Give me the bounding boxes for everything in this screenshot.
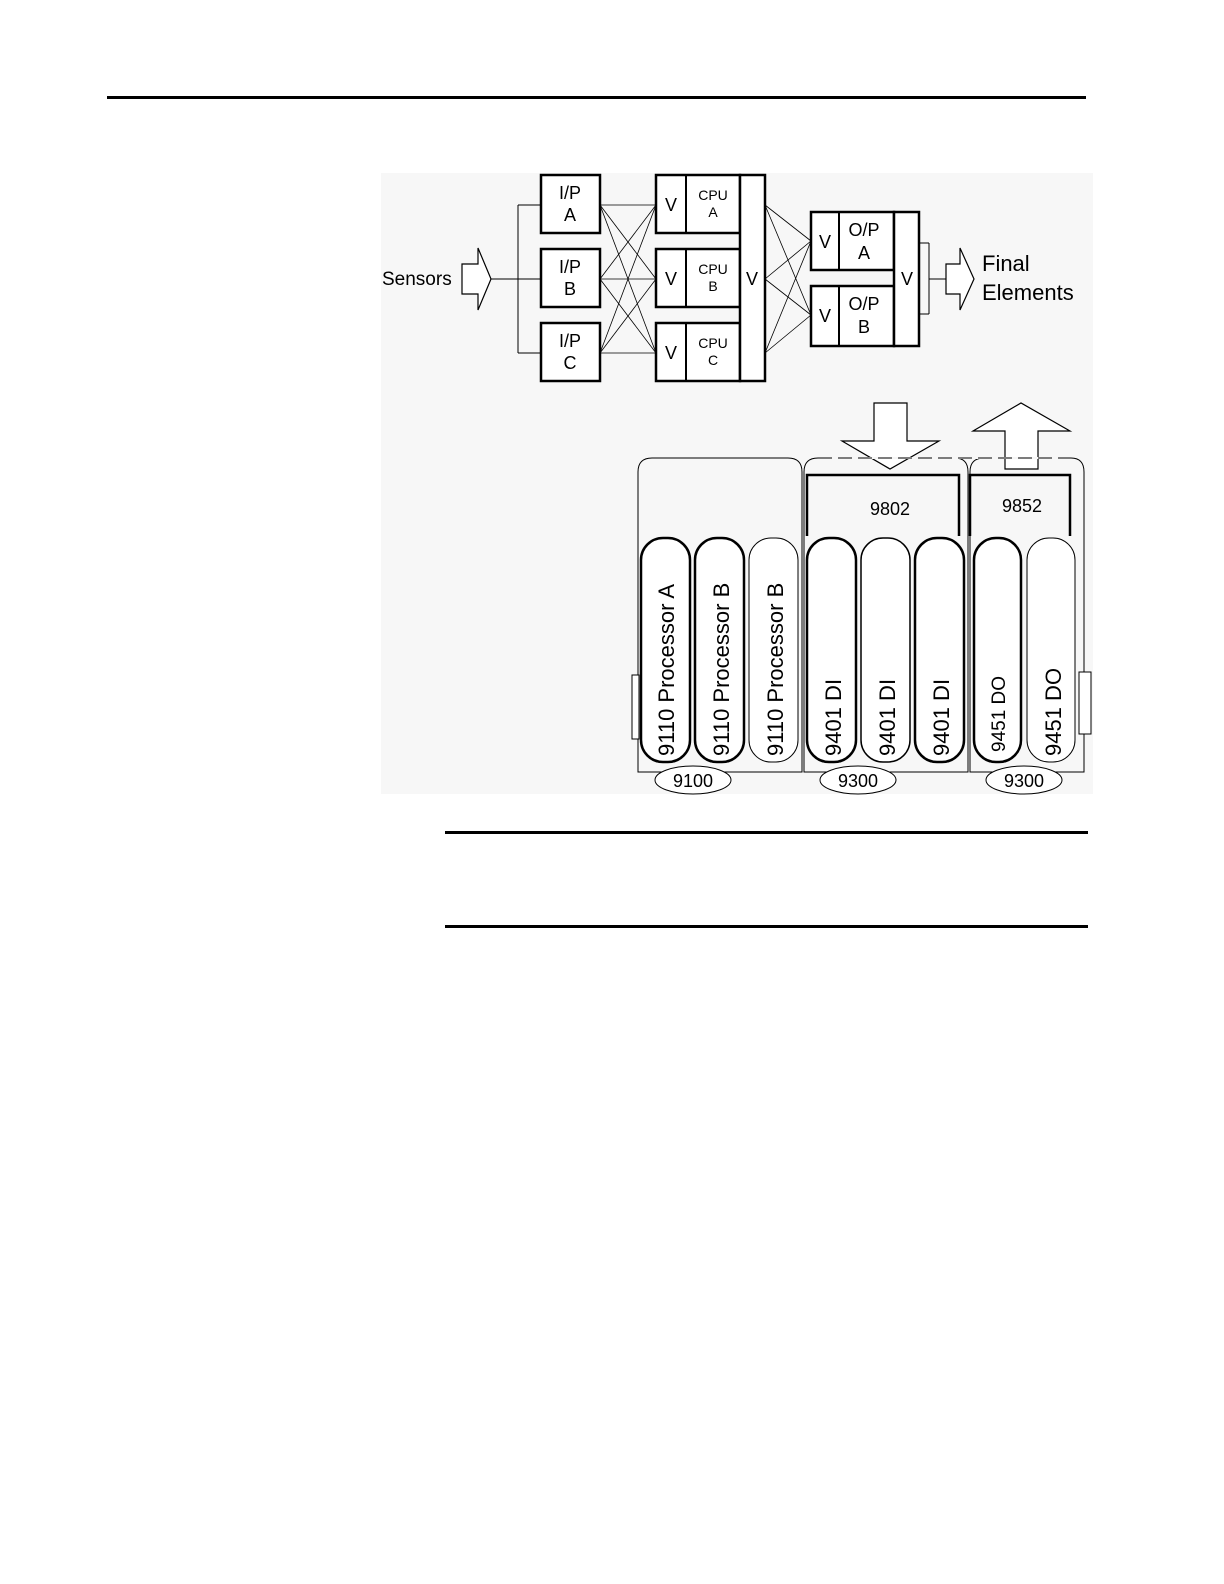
left-connector-tab (632, 675, 639, 739)
output-a-line1: O/P (848, 220, 879, 240)
module-label-5: 9401 DI (875, 679, 900, 756)
cpu-c-line2: C (708, 352, 718, 368)
cpu-a-voter: V (665, 195, 677, 215)
output-a-line2: A (858, 243, 870, 263)
output-a-voter: V (819, 232, 831, 252)
output-module-b: V O/P B (811, 286, 894, 346)
output-module-a: V O/P A (811, 212, 894, 270)
chassis-label-9100-text: 9100 (673, 771, 713, 791)
output-connector (919, 243, 946, 314)
module-label-8: 9451 DO (1041, 668, 1066, 756)
module-slot-2: 9110 Processor B (695, 538, 744, 762)
cpu-module-b: V CPU B (656, 249, 740, 307)
caption-top-rule (445, 831, 1088, 834)
termination-9802-label: 9802 (870, 499, 910, 519)
right-connector-tab (1079, 672, 1091, 734)
module-label-3: 9110 Processor B (763, 583, 788, 756)
module-slot-3: 9110 Processor B (749, 538, 798, 762)
input-module-c-line1: I/P (559, 331, 581, 351)
sensors-label: Sensors (382, 269, 452, 290)
module-slot-5: 9401 DI (861, 538, 910, 762)
module-slot-6: 9401 DI (915, 538, 964, 762)
chassis-label-9300-di: 9300 (820, 766, 896, 794)
input-module-b-line2: B (564, 279, 576, 299)
module-label-2: 9110 Processor B (709, 583, 734, 756)
cpu-bus-voter-label: V (746, 269, 758, 289)
cpu-b-line1: CPU (698, 261, 728, 277)
output-bus-voter: V (894, 212, 919, 346)
cpu-output-cross-wiring (765, 205, 811, 353)
chassis-label-9300-do-text: 9300 (1004, 771, 1044, 791)
output-b-line2: B (858, 317, 870, 337)
caption-bottom-rule (445, 925, 1088, 928)
cpu-module-a: V CPU A (656, 175, 740, 233)
cpu-c-line1: CPU (698, 335, 728, 351)
input-down-arrow-icon (842, 403, 939, 469)
module-slot-7: 9451 DO (974, 538, 1021, 762)
output-bus-voter-label: V (901, 269, 913, 289)
input-module-c-line2: C (564, 353, 577, 373)
input-module-a-line1: I/P (559, 183, 581, 203)
input-cpu-cross-wiring (600, 205, 656, 353)
output-up-arrow-icon (973, 403, 1070, 469)
chassis-label-9300-do: 9300 (986, 766, 1062, 794)
final-elements-label-line1: Final (982, 251, 1030, 276)
cpu-b-line2: B (708, 278, 717, 294)
module-label-7: 9451 DO (989, 676, 1010, 752)
final-elements-arrow-icon (946, 248, 974, 310)
module-slot-8: 9451 DO (1027, 538, 1075, 762)
cpu-module-c: V CPU C (656, 323, 740, 381)
input-module-a: I/P A (541, 175, 600, 233)
cpu-a-line2: A (708, 204, 718, 220)
cpu-b-voter: V (665, 269, 677, 289)
cpu-a-line1: CPU (698, 187, 728, 203)
output-b-line1: O/P (848, 294, 879, 314)
termination-9852-label: 9852 (1002, 496, 1042, 516)
input-module-c: I/P C (541, 323, 600, 381)
sensors-arrow-icon (462, 248, 491, 310)
tmr-architecture-figure: Sensors I/P A I/P B I/P C (0, 0, 1224, 800)
cpu-bus-voter: V (740, 175, 765, 381)
module-slot-4: 9401 DI (807, 538, 856, 762)
output-b-voter: V (819, 306, 831, 326)
chassis-label-9100: 9100 (655, 766, 731, 794)
chassis-label-9300-di-text: 9300 (838, 771, 878, 791)
module-label-6: 9401 DI (929, 679, 954, 756)
input-module-a-line2: A (564, 205, 576, 225)
input-wiring (491, 205, 541, 353)
input-module-b: I/P B (541, 249, 600, 307)
module-label-4: 9401 DI (821, 679, 846, 756)
module-label-1: 9110 Processor A (654, 584, 679, 756)
final-elements-label-line2: Elements (982, 280, 1074, 305)
cpu-c-voter: V (665, 343, 677, 363)
module-slot-1: 9110 Processor A (641, 538, 690, 762)
input-module-b-line1: I/P (559, 257, 581, 277)
